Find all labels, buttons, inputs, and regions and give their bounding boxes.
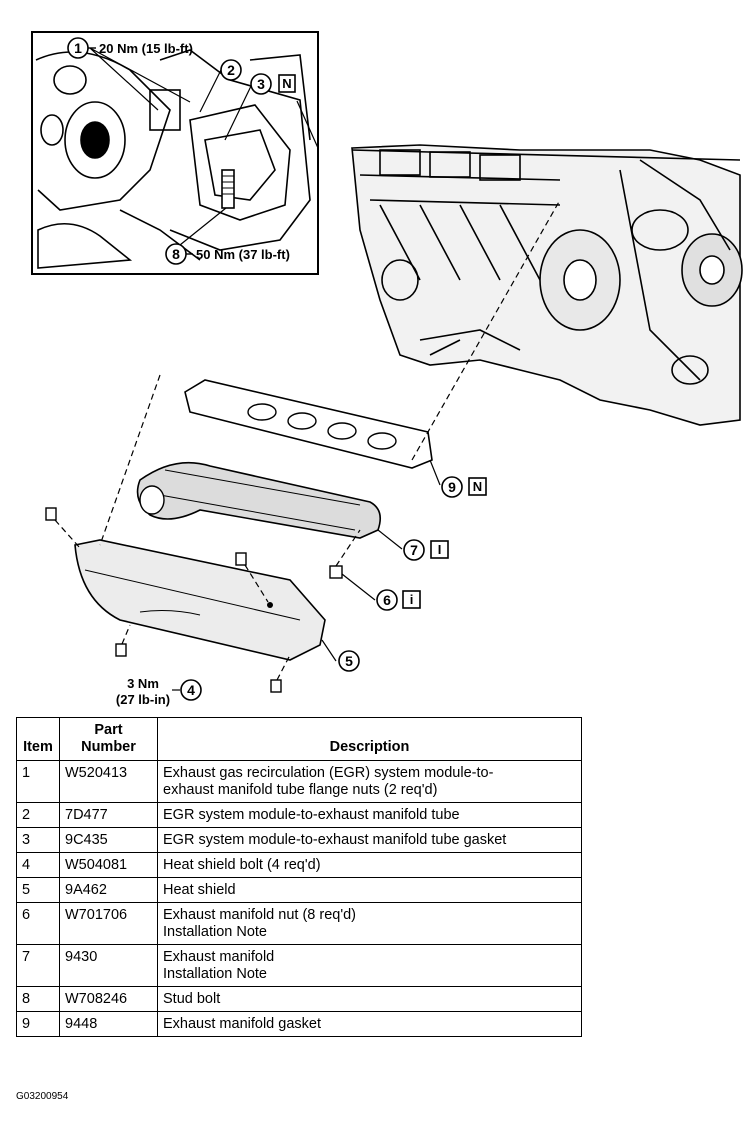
table-row: 8 W708246 Stud bolt: [16, 986, 582, 1012]
cell-description: EGR system module-to-exhaust manifold tu…: [157, 802, 582, 828]
manifold-nut: [329, 565, 343, 579]
callout-7-note-box: I: [438, 542, 442, 557]
callout-7: 7 I: [403, 539, 449, 561]
cell-part-number: 7D477: [59, 802, 158, 828]
callout-8: 8 50 Nm (37 lb-ft): [165, 243, 290, 265]
svg-text:5: 5: [345, 653, 353, 669]
cell-description: Exhaust manifold nut (8 req'd) Installat…: [157, 902, 582, 945]
cell-item: 9: [16, 1011, 60, 1037]
cell-item: 5: [16, 877, 60, 903]
cell-part-number: W701706: [59, 902, 158, 945]
callout-9-note-box: N: [473, 479, 482, 494]
cell-part-number: W520413: [59, 760, 158, 803]
cell-item: 7: [16, 944, 60, 987]
header-description: Description: [157, 717, 582, 761]
engine-block: [351, 144, 743, 426]
callout-6-note-box: i: [410, 592, 414, 607]
callout-5: 5: [338, 650, 360, 672]
cell-description: Heat shield bolt (4 req'd): [157, 852, 582, 878]
cell-description: EGR system module-to-exhaust manifold tu…: [157, 827, 582, 853]
callout-4: 3 Nm (27 lb-in) 4: [116, 676, 202, 707]
exhaust-manifold: [136, 461, 381, 539]
svg-text:7: 7: [410, 542, 418, 558]
heat-shield: [74, 539, 326, 661]
callout-9: 9 N: [441, 476, 487, 498]
cell-part-number: 9448: [59, 1011, 158, 1037]
cell-description: Exhaust gas recirculation (EGR) system m…: [157, 760, 582, 803]
header-part-number: Part Number: [59, 717, 158, 761]
cell-part-number: W708246: [59, 986, 158, 1012]
parts-table: Item Part Number Description 1 W520413 E…: [16, 717, 582, 1037]
cell-item: 8: [16, 986, 60, 1012]
svg-text:9: 9: [448, 479, 456, 495]
cell-part-number: W504081: [59, 852, 158, 878]
callout-1: 1 20 Nm (15 lb-ft): [67, 37, 193, 59]
table-row: 5 9A462 Heat shield: [16, 877, 582, 903]
table-row: 6 W701706 Exhaust manifold nut (8 req'd)…: [16, 902, 582, 945]
cell-description: Heat shield: [157, 877, 582, 903]
detail-inset: [31, 31, 319, 275]
cell-part-number: 9430: [59, 944, 158, 987]
cell-item: 2: [16, 802, 60, 828]
callout-6: 6 i: [376, 589, 421, 611]
cell-item: 6: [16, 902, 60, 945]
table-row: 1 W520413 Exhaust gas recirculation (EGR…: [16, 760, 582, 803]
cell-description: Exhaust manifold Installation Note: [157, 944, 582, 987]
svg-text:8: 8: [172, 246, 180, 262]
cell-part-number: 9C435: [59, 827, 158, 853]
cell-item: 4: [16, 852, 60, 878]
exhaust-manifold-gasket: [184, 379, 433, 469]
svg-text:2: 2: [227, 62, 235, 78]
heat-shield-bolts: [45, 507, 282, 693]
figure-id: G03200954: [16, 1091, 69, 1102]
cell-part-number: 9A462: [59, 877, 158, 903]
table-row: 7 9430 Exhaust manifold Installation Not…: [16, 944, 582, 987]
assembly-lines: [54, 199, 561, 681]
table-row: 9 9448 Exhaust manifold gasket: [16, 1011, 582, 1037]
callout-3-note-box: N: [282, 76, 291, 91]
svg-text:1: 1: [74, 40, 82, 56]
exploded-view-illustration: 1 20 Nm (15 lb-ft) 2 3 N 8 50 Nm (37 lb-…: [31, 31, 743, 707]
cell-item: 1: [16, 760, 60, 803]
svg-text:3: 3: [257, 76, 265, 92]
cell-description: Stud bolt: [157, 986, 582, 1012]
table-row: 3 9C435 EGR system module-to-exhaust man…: [16, 827, 582, 853]
cell-item: 3: [16, 827, 60, 853]
leader-lines: [172, 459, 441, 691]
header-item: Item: [16, 717, 60, 761]
callout-4-torque-line2: (27 lb-in): [116, 692, 170, 707]
callout-1-torque: 20 Nm (15 lb-ft): [99, 41, 193, 56]
callout-2: 2: [220, 59, 242, 81]
svg-text:4: 4: [187, 682, 195, 698]
callout-8-torque: 50 Nm (37 lb-ft): [196, 247, 290, 262]
table-row: 2 7D477 EGR system module-to-exhaust man…: [16, 802, 582, 828]
table-header-row: Item Part Number Description: [16, 717, 582, 761]
callout-3: 3 N: [250, 73, 296, 95]
svg-text:6: 6: [383, 592, 391, 608]
table-row: 4 W504081 Heat shield bolt (4 req'd): [16, 852, 582, 878]
cell-description: Exhaust manifold gasket: [157, 1011, 582, 1037]
callout-4-torque-line1: 3 Nm: [127, 676, 159, 691]
